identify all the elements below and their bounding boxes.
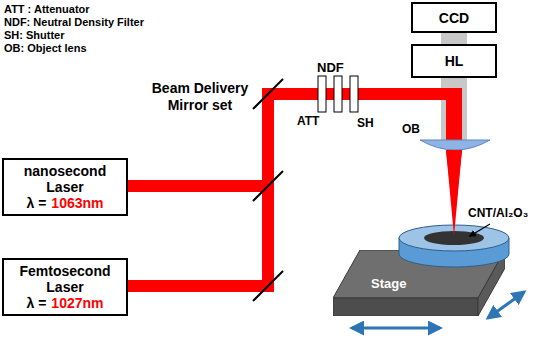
stage-label: Stage (371, 276, 406, 291)
sample-holder-top (399, 225, 509, 251)
laser-name: Femtosecond Laser (13, 263, 117, 295)
stage-side (478, 250, 505, 316)
mirror (253, 171, 283, 201)
filter-plate (334, 76, 342, 112)
shutter-label: SH (357, 116, 374, 131)
camera-box: CCD (411, 2, 497, 33)
focused-beam (446, 150, 462, 222)
sample-holder (399, 238, 509, 267)
filter-plate (318, 76, 326, 112)
laser-box: Femtosecond Laserλ = 1027nm (2, 258, 128, 316)
mirror (253, 79, 283, 109)
sample-label: CNT/Al₂O₃ (468, 206, 528, 221)
wavelength-row: λ = 1027nm (26, 295, 103, 311)
laser-beam (262, 88, 274, 292)
abbreviation-note: SH: Shutter (4, 28, 65, 42)
laser-beam (446, 88, 462, 142)
stage-block: Stage (333, 250, 505, 316)
attenuator-label: ATT (297, 114, 319, 129)
motion-arrow (488, 292, 524, 318)
filter-label: NDF (317, 60, 344, 76)
box-label: HL (445, 53, 464, 69)
mirror (253, 271, 283, 301)
mirror-label: Beam Delivery Mirror set (145, 80, 255, 114)
wavelength-value: 1063nm (51, 195, 103, 211)
laser-box: nanosecond Laserλ = 1063nm (2, 158, 128, 216)
motion-arrow (352, 327, 440, 330)
lens-label: OB (402, 122, 420, 137)
wavelength-value: 1027nm (51, 295, 103, 311)
abbreviation-note: OB: Object lens (4, 41, 87, 55)
abbreviation-note: ATT : Attenuator (4, 2, 90, 16)
leader-line (470, 224, 490, 236)
box-label: CCD (439, 10, 469, 26)
objective-lens (420, 140, 490, 150)
cnt-sample (424, 231, 484, 245)
laser-name: nanosecond Laser (13, 163, 117, 195)
filter-plate (350, 76, 358, 112)
laser-beam (128, 280, 274, 292)
laser-beam (128, 180, 274, 192)
lamp-box: HL (411, 44, 497, 78)
focused-beam (446, 150, 462, 236)
stage-outline (333, 250, 505, 316)
wavelength-symbol: λ = (26, 295, 46, 311)
stage-front (333, 298, 478, 316)
wavelength-row: λ = 1063nm (26, 195, 103, 211)
laser-beam (262, 88, 462, 100)
wavelength-symbol: λ = (26, 195, 46, 211)
abbreviation-note: NDF: Neutral Density Filter (4, 15, 144, 29)
stage-top (333, 250, 505, 298)
